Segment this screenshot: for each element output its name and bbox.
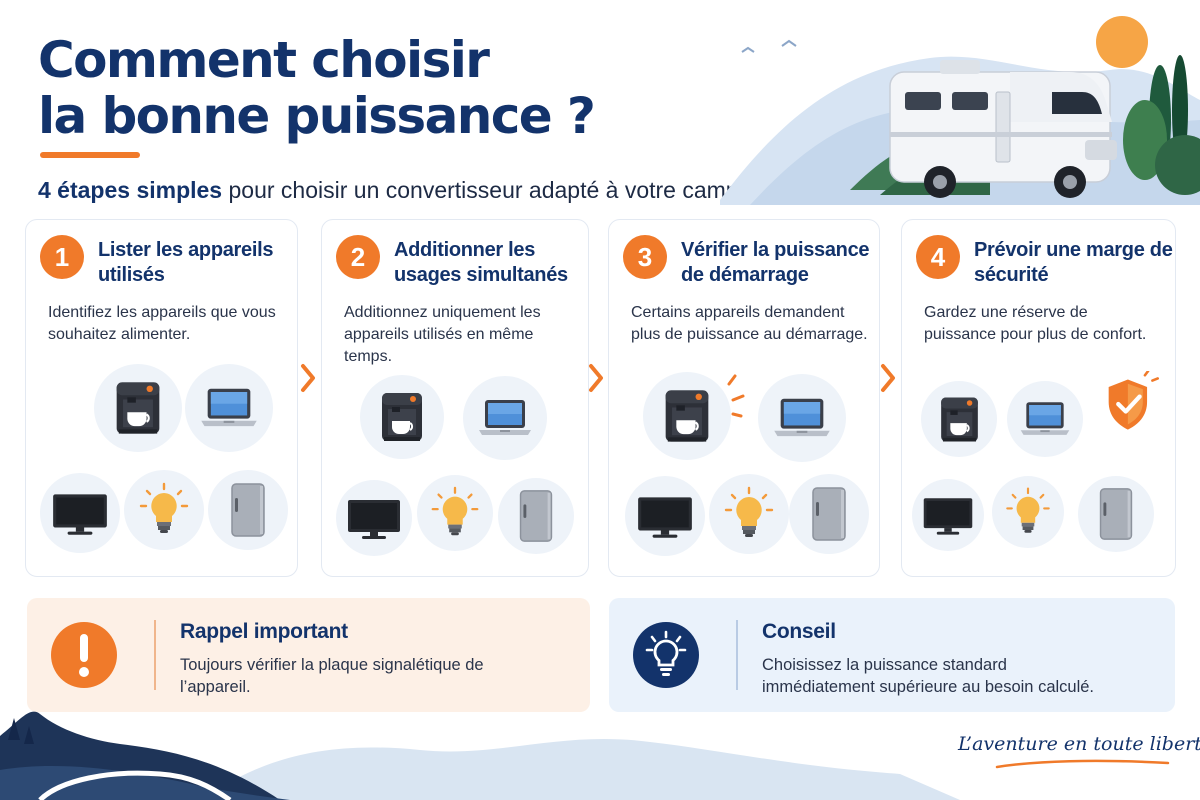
step-description: Gardez une réserve de puissance pour plu… [924,304,1147,343]
landscape-illustration [0,711,960,800]
step-number-badge: 3 [623,235,667,279]
step-description: Additionnez uniquement les appareils uti… [344,304,541,365]
advice-text: Choisissez la puissance standard immédia… [762,656,1095,696]
step-number-badge: 4 [916,235,960,279]
step-card-3: 3 Vérifier la puissance de démarrage Cer… [608,219,880,577]
step-card-2: 2 Additionner les usages simultanés Addi… [321,219,589,577]
advice-title: Conseil [762,620,836,643]
chevron-right-icon [589,364,603,392]
step-number-badge: 1 [40,235,84,279]
title-underline [40,152,140,158]
chevron-right-icon [881,364,895,392]
page-title: Comment choisir la bonne puissance ? [38,32,658,144]
subtitle-rest: pour choisir un convertisseur adapté à v… [222,177,809,203]
step-title: Vérifier la puissance de démarrage [681,239,870,286]
fridge-icon [231,483,265,537]
coffee-machine-icon [115,381,161,435]
step-title: Additionner les usages simultanés [394,239,568,286]
tagline-underline [995,759,1170,769]
power-surge-lines [727,374,745,418]
reminder-text: Toujours vérifier la plaque signalétique… [180,656,484,696]
fridge-icon [519,490,553,542]
reminder-box: Rappel important Toujours vérifier la pl… [27,598,590,712]
coffee-machine-icon [940,396,979,443]
fridge-icon [812,487,846,541]
page-subtitle: 4 étapes simples pour choisir un convert… [38,176,918,204]
step-title: Prévoir une marge de sécurité [974,239,1173,286]
coffee-machine-icon [381,392,423,442]
step-card-1: 1 Lister les appareils utilisés Identifi… [25,219,298,577]
tagline: L’aventure en toute liberté [958,733,1200,755]
title-line-1: Comment choisir [38,31,490,89]
step-3-appliances [625,372,869,556]
step-title: Lister les appareils utilisés [98,239,274,286]
step-number-badge: 2 [336,235,380,279]
fridge-icon [1099,488,1133,540]
divider [154,620,156,690]
step-1-appliances [40,364,288,553]
step-2-appliances [336,375,574,556]
subtitle-bold: 4 étapes simples [38,177,223,203]
warning-exclamation-icon [51,622,117,688]
lightbulb-idea-icon [633,622,699,688]
step-card-4: 4 Prévoir une marge de sécurité Gardez u… [901,219,1176,577]
shield-check-icon [1109,371,1158,430]
coffee-machine-icon [664,389,710,443]
title-line-2: la bonne puissance ? [38,87,596,145]
step-description: Identifiez les appareils que vous souhai… [48,304,276,343]
step-4-appliances [912,220,1177,552]
step-description: Certains appareils demandent plus de pui… [631,304,868,343]
advice-box: Conseil Choisissez la puissance standard… [609,598,1175,712]
chevron-right-icon [301,364,315,392]
camper-van-illustration [720,16,1200,205]
divider [736,620,738,690]
reminder-title: Rappel important [180,620,348,643]
